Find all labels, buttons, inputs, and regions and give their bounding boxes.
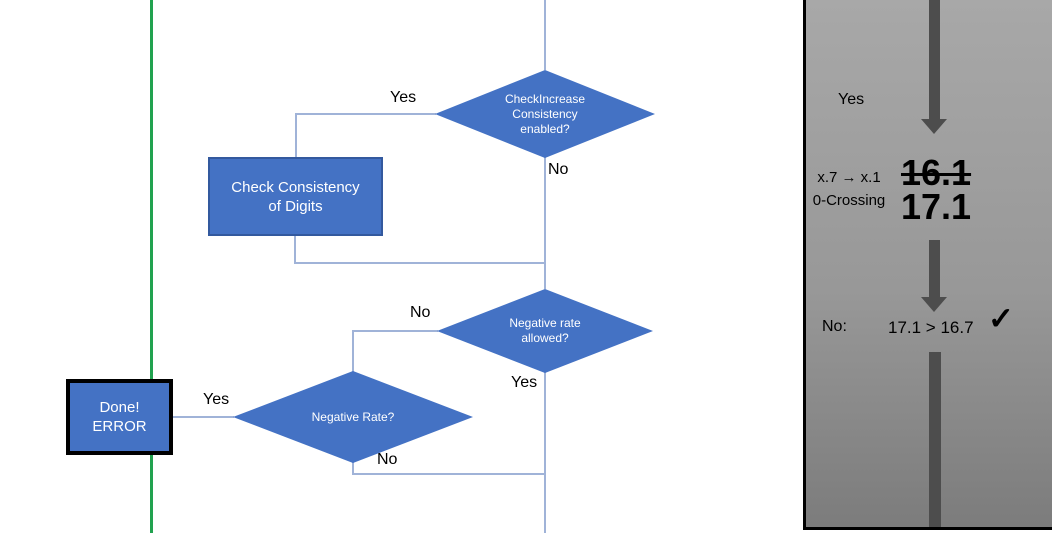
- connector-yes-horizontal: [295, 113, 436, 115]
- decision-negative-rate-allowed: Negative rate allowed?: [437, 289, 653, 373]
- connector-yes-vertical: [295, 113, 297, 158]
- edge-label-no-bottom: No: [377, 451, 398, 468]
- edge-label-no-top: No: [548, 161, 569, 178]
- connector-negative-rate-down: [352, 462, 354, 475]
- panel-crossing-note: x.7 → x.1 0-Crossing: [812, 169, 886, 209]
- edge-label-no-mid: No: [410, 304, 431, 321]
- connector-rect-bottom-down: [294, 236, 296, 264]
- checkmark-icon: ✓: [988, 301, 1014, 336]
- connector-no-down-to-negative-allowed: [544, 157, 546, 289]
- decision-negative-rate: Negative Rate?: [233, 371, 473, 463]
- connector-merge-horizontal-1: [294, 262, 545, 264]
- down-arrow-2-shaft: [929, 240, 940, 297]
- decision-check-increase-consistency: CheckIncrease Consistency enabled?: [435, 70, 655, 158]
- annotation-panel: [803, 0, 1052, 530]
- panel-result-prefix: No:: [822, 318, 847, 335]
- connector-yes-down-to-bottom: [544, 371, 546, 533]
- process-check-consistency-of-digits: Check Consistency of Digits: [208, 157, 383, 236]
- panel-old-value-strikethrough: 16.1: [901, 152, 972, 193]
- terminator-done-error: Done! ERROR: [66, 379, 173, 455]
- panel-result-comparison: 17.1 > 16.7: [888, 318, 974, 337]
- connector-no-mid-vertical: [352, 330, 354, 372]
- connector-no-mid-horizontal: [353, 330, 438, 332]
- connector-merge-horizontal-2: [352, 473, 546, 475]
- connector-top-into-check-increase: [544, 0, 546, 70]
- down-arrow-2-head-icon: [921, 297, 947, 312]
- edge-label-yes-done: Yes: [203, 391, 230, 408]
- down-arrow-1-head-icon: [921, 119, 947, 134]
- edge-label-yes-mid: Yes: [511, 374, 538, 391]
- connector-yes-to-done: [173, 416, 234, 418]
- panel-new-value: 17.1: [901, 186, 972, 227]
- panel-yes-label: Yes: [838, 91, 865, 108]
- down-arrow-3-shaft: [929, 352, 941, 527]
- edge-label-yes-top: Yes: [390, 89, 417, 106]
- down-arrow-1-shaft: [929, 0, 940, 119]
- green-vertical-line: [150, 0, 153, 533]
